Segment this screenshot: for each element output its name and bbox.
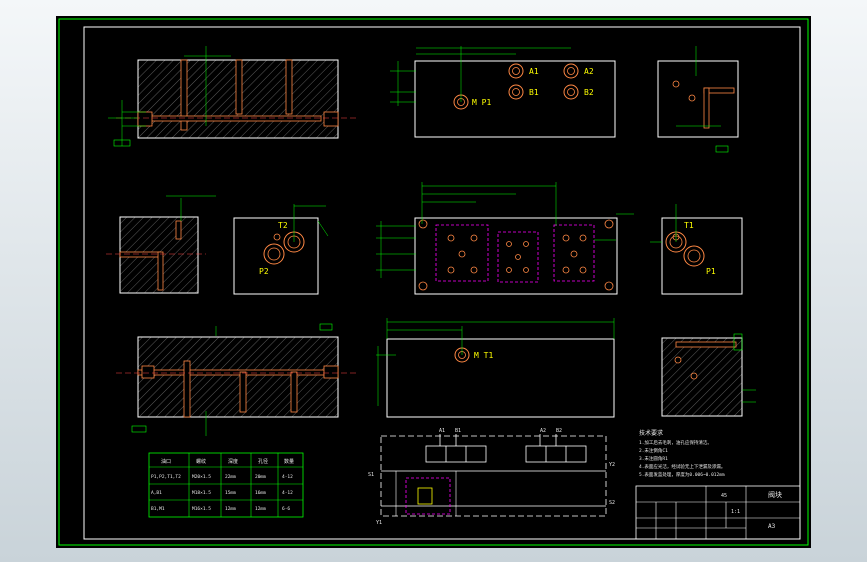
port-table-cell: 16mm [255, 490, 266, 496]
port-table-cell: 12mm [225, 506, 236, 512]
schematic-label-a2: A2 [540, 428, 546, 434]
port-table-cell: 12mm [255, 506, 266, 512]
tech-note-line: 1.加工后去毛刺，油孔应保持清洁。 [639, 439, 712, 446]
port-table-cell: B1,M1 [151, 506, 165, 512]
schematic-label-a1: A1 [439, 428, 445, 434]
section-view-top-left [108, 46, 356, 147]
title-block-scale: 1:1 [731, 509, 740, 515]
schematic-label-s2: S2 [609, 500, 615, 506]
port-face-view-top: A1 A2 B1 B2 M P1 [390, 46, 616, 138]
technical-notes: 技术要求 1.加工后去毛刺，油孔应保持清洁。 2.未注倒角C1 3.未注圆角R1… [639, 429, 725, 478]
tech-note-line: 3.未注圆角R1 [639, 455, 668, 462]
label-a1: A1 [529, 67, 539, 76]
port-table-cell: 4-12 [282, 474, 293, 480]
tech-notes-title: 技术要求 [639, 429, 663, 437]
port-table-cell: A,B1 [151, 490, 162, 496]
label-t1: T1 [684, 221, 694, 230]
port-table-header-port: 油口 [161, 458, 171, 465]
label-t2: T2 [278, 221, 288, 230]
port-table-cell: 15mm [225, 490, 236, 496]
top-view-center [376, 182, 634, 295]
port-table-cell: P1,P2,T1,T2 [151, 474, 181, 480]
port-table-cell: 4-12 [282, 490, 293, 496]
tech-note-line: 2.未注倒角C1 [639, 447, 668, 454]
schematic-label-y1: Y1 [376, 520, 382, 526]
schematic-label-b2: B2 [556, 428, 562, 434]
label-p2: P2 [259, 267, 269, 276]
label-b2: B2 [584, 88, 594, 97]
schematic-label-s1: S1 [368, 472, 374, 478]
label-mt1: M T1 [474, 351, 493, 360]
port-table-cell: M18×1.5 [192, 490, 211, 496]
title-block-material: 45 [721, 493, 727, 499]
port-table-cell: M16×1.5 [192, 506, 211, 512]
tech-note-line: 4.表面应光洁，经试验无上下泄漏及渗漏。 [639, 463, 725, 470]
face-view-p2-t2: T2 P2 [233, 204, 329, 295]
side-view-lower-right [661, 333, 756, 417]
section-view-lower-left [116, 323, 356, 436]
face-view-mt1: M T1 [376, 318, 615, 418]
port-table-cell: 20mm [255, 474, 266, 480]
port-table-header-thread: 螺纹 [196, 458, 206, 465]
port-table-header-count: 数量 [284, 458, 294, 465]
title-block: 阀块 45 1:1 A3 [635, 485, 801, 540]
inner-border [83, 26, 801, 540]
hydraulic-schematic: A1 B1 A2 B2 S1 Y2 S2 Y1 [368, 428, 615, 526]
port-table-cell: 6-6 [282, 506, 290, 512]
section-view-middle-left [106, 195, 216, 294]
outer-border [58, 18, 809, 546]
side-view-top-right [657, 46, 739, 153]
port-table-header-depth: 深度 [228, 458, 238, 465]
port-table-cell: 22mm [225, 474, 236, 480]
label-mp1: M P1 [472, 98, 491, 107]
schematic-label-b1: B1 [455, 428, 461, 434]
label-p1: P1 [706, 267, 716, 276]
face-view-p1-t1: T1 P1 [650, 204, 743, 295]
tech-note-line: 5.表面发蓝处理，厚度为0.006~0.012mm [639, 471, 725, 478]
cad-drawing: A1 A2 B1 B2 M P1 T2 P2 [58, 18, 809, 546]
label-a2: A2 [584, 67, 594, 76]
schematic-label-y2: Y2 [609, 462, 615, 468]
title-block-drawing-no: A3 [768, 523, 776, 530]
port-table-cell: M20×1.5 [192, 474, 211, 480]
label-b1: B1 [529, 88, 539, 97]
title-block-name: 阀块 [768, 490, 782, 499]
port-table: 油口 螺纹 深度 孔径 数量 P1,P2,T1,T2 M20×1.5 22mm … [148, 452, 304, 518]
drawing-sheet: A1 A2 B1 B2 M P1 T2 P2 [56, 16, 811, 548]
port-table-header-diameter: 孔径 [258, 458, 268, 465]
